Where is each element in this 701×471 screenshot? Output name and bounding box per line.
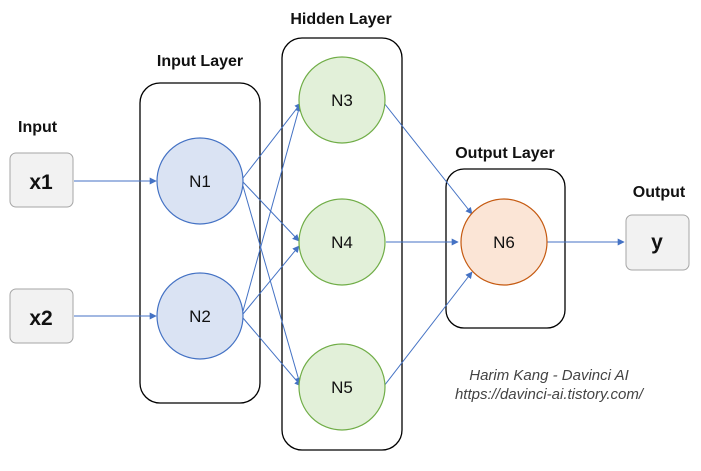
input-x2-label: x2 (29, 307, 52, 330)
output-layer-frame (445, 168, 566, 329)
node-n1: N1 (156, 137, 244, 225)
hidden-layer-frame (281, 37, 403, 451)
input-layer-frame (139, 82, 261, 404)
edge-n5-n6 (383, 271, 473, 387)
edge-n3-n6 (383, 102, 473, 215)
node-n6-label: N6 (493, 233, 515, 252)
edge-n1-n5 (242, 185, 302, 385)
input-x1-label: x1 (29, 171, 53, 194)
credit-author: Harim Kang - Davinci AI (469, 367, 629, 384)
input-heading: Input (18, 119, 58, 136)
node-n4-label: N4 (331, 233, 353, 252)
edge-n2-n5 (242, 317, 302, 387)
node-n5: N5 (298, 343, 386, 431)
edge-n2-n4 (242, 245, 300, 315)
node-n2-label: N2 (189, 307, 211, 326)
connections (74, 102, 625, 387)
output-heading: Output (633, 184, 686, 201)
input-box-x2: x2 (9, 288, 74, 344)
node-n2: N2 (156, 272, 244, 360)
output-layer-heading: Output Layer (455, 145, 555, 162)
node-n1-label: N1 (189, 172, 211, 191)
edge-n1-n3 (242, 102, 302, 179)
node-n5-label: N5 (331, 378, 353, 397)
edge-n2-n3 (242, 104, 302, 312)
output-y-label: y (651, 231, 663, 254)
input-box-x1: x1 (9, 152, 74, 208)
node-n3-label: N3 (331, 91, 353, 110)
node-n4: N4 (298, 198, 386, 286)
node-n6: N6 (460, 198, 548, 286)
input-layer-heading: Input Layer (157, 53, 243, 70)
node-n3: N3 (298, 56, 386, 144)
hidden-layer-heading: Hidden Layer (290, 11, 391, 28)
output-box-y: y (625, 214, 690, 271)
credit-url: https://davinci-ai.tistory.com/ (455, 386, 645, 403)
